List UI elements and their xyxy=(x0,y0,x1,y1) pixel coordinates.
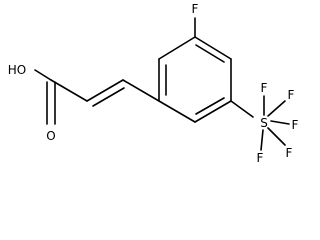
sf5-fluorine-label: F xyxy=(288,88,295,102)
ring-double-bond xyxy=(195,44,225,63)
ring-vinyl-bond xyxy=(122,79,160,102)
sf5-fluorine-label: F xyxy=(292,118,299,132)
sf5-group xyxy=(230,95,290,151)
s-f-bond xyxy=(270,120,290,125)
ring-bond xyxy=(194,100,232,123)
structure-canvas: F HO O S F F F F F xyxy=(8,2,299,165)
hydroxyl-label: HO xyxy=(8,63,26,77)
s-f-bond xyxy=(267,127,286,146)
sf5-fluorine-label: F xyxy=(257,151,264,165)
molecule-structure: F HO O S F F F F F xyxy=(8,2,299,165)
sf5-fluorine-label: F xyxy=(261,81,268,95)
c-oh-bond xyxy=(34,69,52,81)
ring-bond xyxy=(158,100,196,123)
acrylic-chain xyxy=(34,69,160,125)
fluorine-label: F xyxy=(192,2,199,16)
ring-bond xyxy=(158,36,196,60)
s-f-bond xyxy=(267,100,286,117)
ring-bond xyxy=(194,36,232,60)
vinyl-double-bond xyxy=(86,79,124,102)
ring-double-bond xyxy=(195,97,225,115)
c-s-bond xyxy=(230,100,254,118)
s-f-bond xyxy=(260,129,264,151)
carbonyl-oxygen-label: O xyxy=(46,129,55,143)
sulfur-label: S xyxy=(260,116,268,130)
sf5-fluorine-label: F xyxy=(286,146,293,160)
benzene-ring xyxy=(158,36,232,123)
vinyl-double-bond-inner xyxy=(92,87,125,107)
vinyl-carboxyl-bond xyxy=(50,79,88,102)
